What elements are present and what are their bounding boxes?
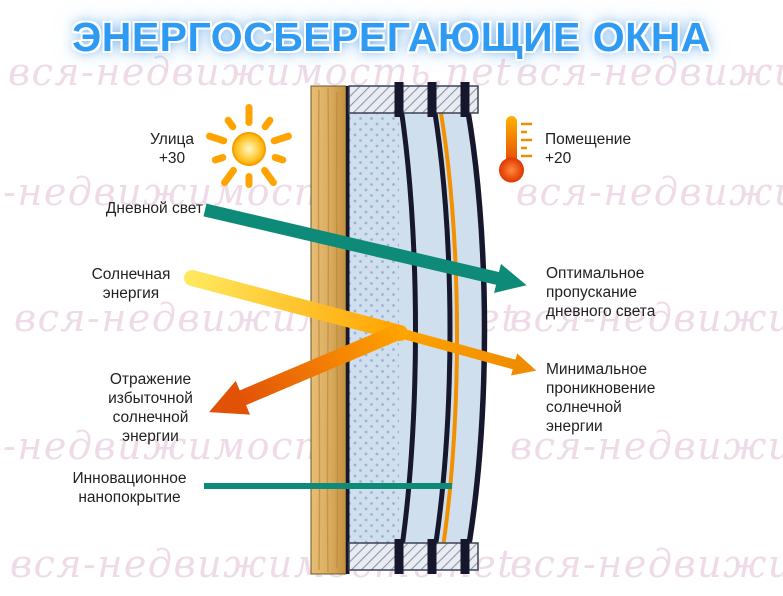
solar-arrow-transmitted — [398, 328, 537, 376]
coating-line — [436, 95, 459, 567]
label-solar-energy: Солнечная энергия — [91, 266, 171, 302]
energy-flow-arrows — [184, 203, 537, 489]
watermark-text: вся-недвижимость.net — [510, 542, 783, 586]
label-room: Помещение+20 — [545, 131, 665, 169]
watermark-text: вся-недвижимость.net — [516, 170, 783, 214]
spacer-bars — [394, 82, 470, 574]
bottom-spacer — [348, 542, 479, 571]
watermark-text: вся-недвижимость.net — [510, 424, 783, 468]
watermark-text: вся-недвижимость.net — [510, 296, 783, 340]
page-title: ЭНЕРГОСБЕРЕГАЮЩИЕ ОКНА — [72, 14, 711, 60]
pane-line-3 — [462, 94, 488, 568]
room-text: Помещение — [545, 131, 632, 148]
street-temp: +30 — [158, 149, 186, 167]
solar-arrow-reflected — [209, 324, 402, 415]
thermometer-icon — [499, 116, 532, 183]
label-street: Улица+30 — [130, 131, 214, 169]
label-minimal-penetration: Минимальное проникновение солнечной энер… — [546, 361, 656, 435]
frame-edge — [346, 86, 350, 574]
sun-icon — [206, 104, 292, 188]
daylight-arrow — [203, 203, 527, 293]
top-spacer — [348, 85, 479, 114]
room-temp: +20 — [545, 149, 572, 167]
label-daylight: Дневной свет — [105, 200, 203, 217]
wood-grain — [317, 87, 339, 573]
label-nano-coating: Инновационное нанопокрытие — [72, 470, 187, 506]
watermark-text: вся-недвижимость.net — [516, 50, 783, 94]
label-reflection: Отражение избыточной солнечной энергии — [108, 371, 193, 445]
pane-line-2 — [429, 94, 453, 568]
street-text: Улица — [149, 131, 194, 148]
label-optimal-transmission: Оптимальное пропускание дневного света — [546, 265, 656, 320]
solar-arrow-incoming — [184, 270, 408, 341]
pane-line-1 — [396, 94, 418, 568]
